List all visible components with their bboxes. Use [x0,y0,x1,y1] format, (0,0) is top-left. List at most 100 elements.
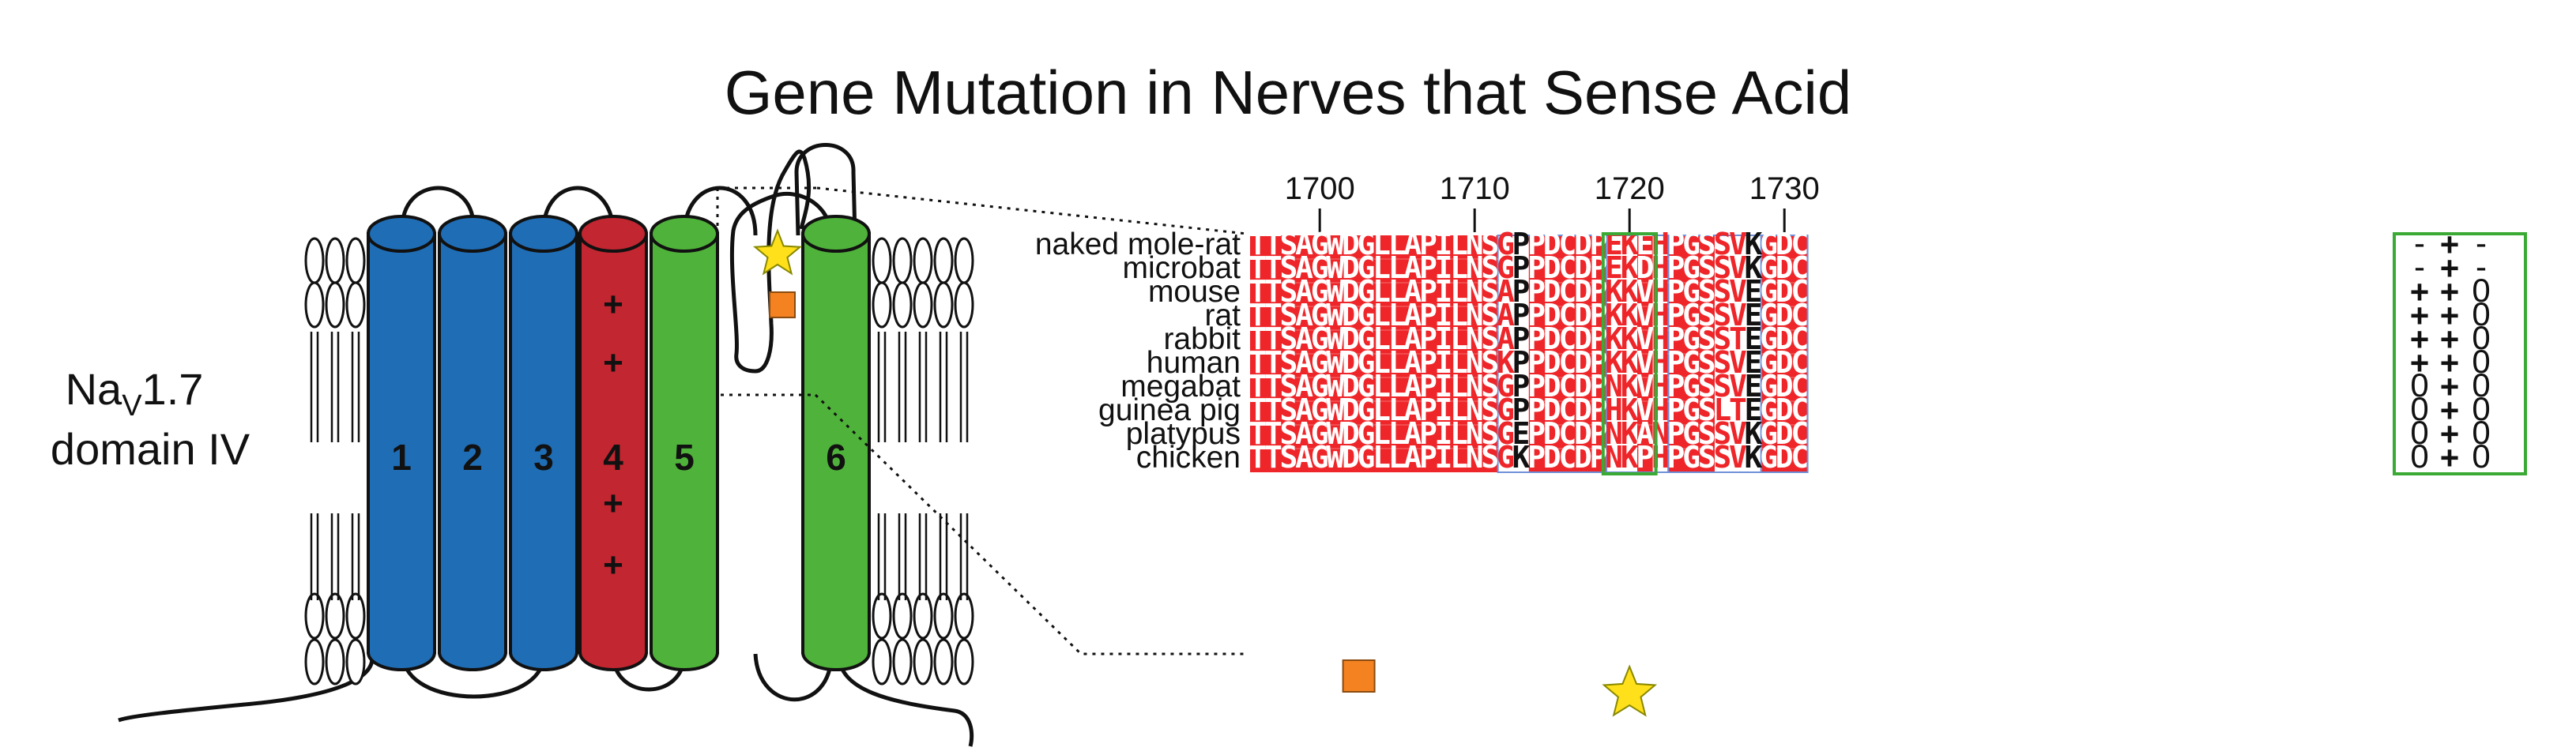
residue: A [1295,393,1313,427]
residue: S [1280,369,1298,404]
lipid-head [913,281,933,329]
residue: L [1450,227,1468,261]
protein-domain: domain IV [51,424,250,474]
residue: C [1791,298,1809,332]
residue: L [1450,250,1468,285]
residue: I [1435,250,1453,285]
residue: C [1791,440,1809,475]
residue: G [1760,345,1778,380]
residue: C [1558,416,1576,451]
residue: G [1760,274,1778,309]
residue: A [1403,250,1422,285]
species-name: rat [1204,299,1241,332]
residue: V [1729,345,1747,380]
residue: G [1497,250,1515,285]
residue: G [1311,393,1329,427]
residue: N [1466,393,1484,427]
residue: L [1388,440,1407,475]
residue: P [1512,321,1531,356]
residue: L [1450,393,1468,427]
residue: K [1621,440,1639,475]
residue: L [1450,416,1468,451]
residue: S [1481,369,1499,404]
lipid-bilayer [304,237,974,686]
position-tick-label: 1730 [1749,171,1820,206]
residue: T [1264,227,1282,261]
lipid-head [304,281,325,329]
star-marker-icon [1602,664,1658,717]
residue: K [1621,369,1639,404]
residue: S [1698,416,1716,451]
residue: L [1388,250,1407,285]
residue: K [1621,345,1639,380]
residue: V [1636,393,1654,427]
residue: T [1248,227,1267,261]
residue: D [1342,440,1360,475]
residue: W [1326,345,1344,380]
residue: S [1713,369,1731,404]
residue: D [1776,416,1794,451]
zoom-line [814,393,1247,655]
residue: T [1264,369,1282,404]
residue: N [1466,250,1484,285]
lipid-head [872,638,892,686]
residue: K [1621,298,1639,332]
conserved-block [1250,235,1498,472]
residue: L [1713,393,1731,427]
charge-value: + [2410,273,2430,310]
residue: S [1698,345,1716,380]
residue: P [1527,416,1546,451]
residue: S [1713,298,1731,332]
residue: S [1280,440,1298,475]
residue: L [1450,274,1468,309]
charge-value: 0 [2472,366,2490,404]
residue: W [1326,227,1344,261]
residue: A [1403,227,1422,261]
residue: P [1667,440,1685,475]
charge-label: + [603,344,623,382]
residue: E [1745,274,1763,309]
helix-fill [512,234,575,652]
highlight-box [1601,232,1658,475]
residue: P [1419,321,1437,356]
residue: A [1295,250,1313,285]
charge-value: 0 [2472,438,2490,475]
position-tick-label: 1710 [1440,171,1510,206]
residue: T [1264,393,1282,427]
residue: S [1698,440,1716,475]
residue: P [1512,274,1531,309]
residue: D [1574,440,1592,475]
residue: L [1388,345,1407,380]
residue: L [1373,274,1391,309]
residue: P [1419,440,1437,475]
residue: V [1729,369,1747,404]
residue: A [1636,416,1654,451]
residue: G [1682,416,1700,451]
residue: L [1373,416,1391,451]
residue: K [1605,274,1623,309]
residue: G [1760,298,1778,332]
residue: S [1698,321,1716,356]
residue: A [1295,298,1313,332]
residue: E [1512,416,1531,451]
residue: T [1264,321,1282,356]
residue: S [1280,298,1298,332]
residue: D [1342,321,1360,356]
residue: A [1295,274,1313,309]
residue: D [1342,274,1360,309]
residue: G [1497,227,1515,261]
residue: S [1280,416,1298,451]
residue: V [1729,416,1747,451]
residue: G [1311,250,1329,285]
residue: K [1512,440,1531,475]
residue: D [1543,369,1561,404]
residue: D [1543,250,1561,285]
residue: D [1342,416,1360,451]
residue: V [1636,345,1654,380]
residue: A [1295,345,1313,380]
residue: S [1280,393,1298,427]
lipid-head [913,237,933,284]
residue: K [1745,227,1763,261]
residue: P [1512,298,1531,332]
